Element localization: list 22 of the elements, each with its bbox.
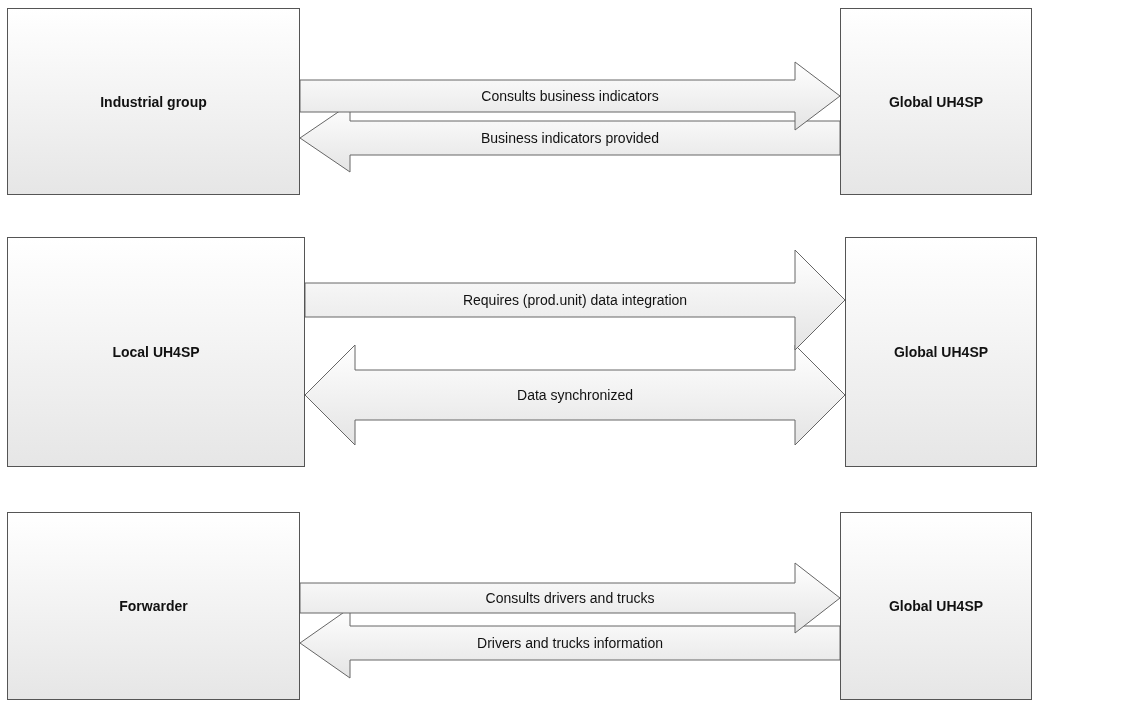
box-label: Global UH4SP	[888, 598, 984, 614]
box-label: Global UH4SP	[893, 344, 989, 360]
edge-label: Data synchronized	[517, 387, 633, 403]
block-arrow	[299, 562, 841, 634]
process-box	[7, 237, 305, 467]
process-box	[7, 8, 300, 195]
edge-label: Requires (prod.unit) data integration	[462, 292, 688, 308]
box-label: Global UH4SP	[888, 93, 984, 110]
block-arrow	[299, 61, 841, 131]
edge-label: Consults drivers and trucks	[485, 590, 655, 606]
process-box	[840, 512, 1032, 700]
box-label: Forwarder	[119, 598, 188, 614]
process-box	[845, 237, 1037, 467]
edge-label: Business indicators provided	[480, 130, 660, 146]
edge-label: Drivers and trucks information	[477, 635, 663, 651]
box-label: Local UH4SP	[112, 344, 200, 360]
process-box	[840, 8, 1032, 195]
box-label: Industrial group	[100, 93, 207, 110]
block-arrow	[304, 249, 846, 351]
process-box	[7, 512, 300, 700]
edge-label: Consults business indicators	[481, 88, 659, 104]
block-arrow	[304, 344, 846, 446]
